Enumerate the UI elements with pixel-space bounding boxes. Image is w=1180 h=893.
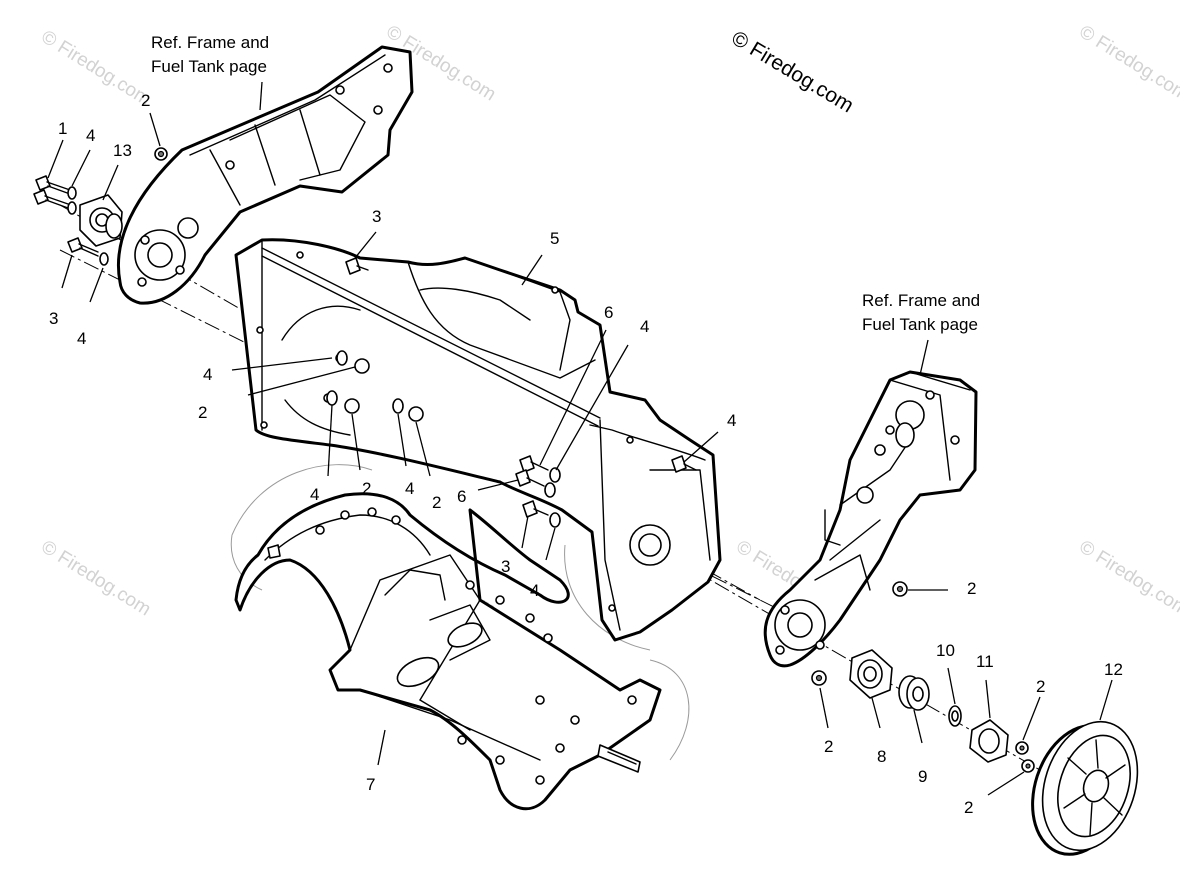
callout-11: 11 [976,652,994,671]
ref-note-left-line2: Fuel Tank page [151,57,267,76]
callout-8: 8 [877,747,886,766]
callout-3: 3 [501,557,510,576]
callout-5: 5 [550,229,559,248]
callout-2: 2 [1036,677,1045,696]
callout-6: 6 [457,487,466,506]
watermark-mid-right-b: © Firedog.com [1075,536,1180,620]
ref-note-right-line2: Fuel Tank page [862,315,978,334]
bearing-plate-11 [969,719,1009,763]
watermark-top-right: © Firedog.com [1075,21,1180,105]
copyright-notice: © Firedog.com [727,27,857,118]
callout-7: 7 [366,775,375,794]
callout-13: 13 [113,141,132,160]
nuts-2-pulley [1015,741,1035,773]
callout-2: 2 [967,579,976,598]
auger-impeller-7 [234,492,662,811]
right-side-bracket [763,370,978,668]
callout-6: 6 [604,303,613,322]
leader-lines [47,81,1113,796]
callout-2: 2 [198,403,207,422]
callout-2: 2 [362,479,371,498]
bearing-9 [898,675,930,711]
nut-2-right-lower [811,670,827,686]
callout-4: 4 [203,365,212,384]
bolts-1 [33,175,77,215]
nut-2-top-left [154,147,168,161]
watermark-mid-left: © Firedog.com [37,536,154,620]
callout-2: 2 [432,493,441,512]
impeller-ghost-outline [230,464,690,761]
callout-2: 2 [141,91,150,110]
callout-10: 10 [936,641,955,660]
callout-labels: 1 4 13 2 3 4 3 5 6 4 4 2 4 2 4 2 6 4 3 4… [49,91,1123,817]
spacer-10 [948,705,962,727]
callout-4: 4 [530,581,539,600]
callout-4: 4 [727,411,736,430]
pulley-12 [1031,720,1139,856]
callout-1: 1 [58,119,67,138]
callout-4: 4 [405,479,414,498]
watermark-top-left: © Firedog.com [37,26,154,110]
callout-3: 3 [49,309,58,328]
callout-2: 2 [824,737,833,756]
ref-note-left-line1: Ref. Frame and [151,33,269,52]
bearing-flange-8 [849,649,893,699]
bolt-3-left [67,237,109,266]
callout-4: 4 [310,485,319,504]
nut-2-right-upper [892,581,908,597]
callout-4: 4 [77,329,86,348]
bearing-flange-13 [79,194,123,247]
callout-2: 2 [964,798,973,817]
callout-4: 4 [86,126,95,145]
callout-4: 4 [640,317,649,336]
callout-9: 9 [918,767,927,786]
left-side-bracket [116,45,414,305]
callout-3: 3 [372,207,381,226]
ref-note-right-line1: Ref. Frame and [862,291,980,310]
callout-12: 12 [1104,660,1123,679]
auger-housing-5 [234,238,722,642]
